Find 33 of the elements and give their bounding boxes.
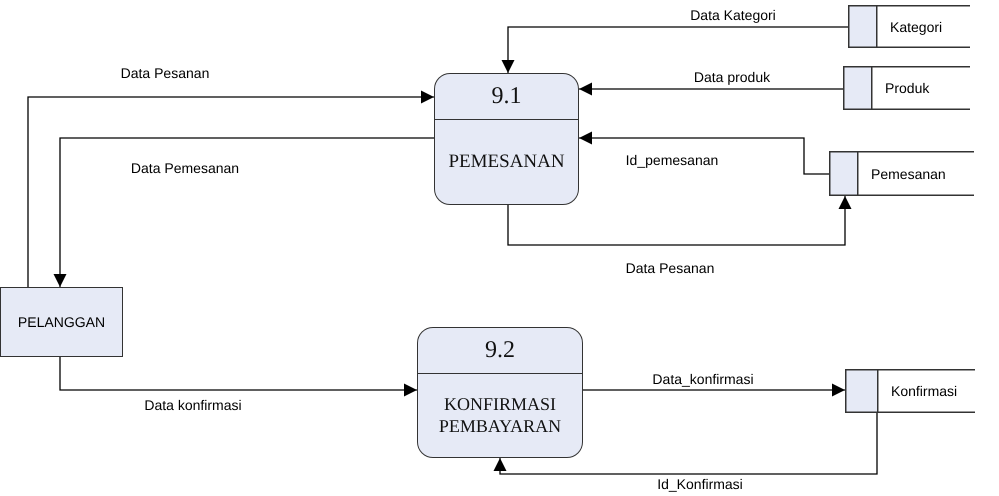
store-name: Kategori [890, 18, 942, 34]
external-entity [0, 287, 123, 357]
arrow [579, 82, 843, 96]
edge-label: Data Pesanan [624, 260, 716, 276]
data-store [845, 369, 975, 413]
arrow [502, 26, 848, 73]
store-name: Pemesanan [871, 166, 946, 182]
process-number: 9.1 [492, 83, 522, 110]
process-box [417, 327, 583, 458]
process-name: PEMESANAN [448, 150, 565, 174]
data-store [848, 5, 970, 48]
arrow [59, 357, 417, 396]
arrow [583, 384, 845, 396]
arrow [507, 196, 852, 246]
edge-label: Data Kategori [689, 7, 777, 23]
edge-label: Id_pemesanan [624, 152, 720, 168]
edge-label: Data Pemesanan [130, 160, 240, 176]
process-name: KONFIRMASI PEMBAYARAN [438, 392, 562, 438]
entity-name: PELANGGAN [18, 314, 106, 330]
edge-label: Data Pesanan [120, 65, 210, 81]
process-number: 9.2 [485, 337, 515, 364]
process-box [434, 73, 579, 205]
edge-label: Data produk [692, 69, 772, 85]
store-name: Konfirmasi [891, 383, 958, 399]
arrow [54, 137, 434, 287]
data-store [843, 66, 970, 110]
data-store [829, 151, 974, 196]
edge-label: Id_Konfirmasi [656, 476, 744, 492]
store-name: Produk [885, 80, 930, 96]
edge-label: Data_konfirmasi [651, 371, 755, 387]
arrow [579, 132, 829, 175]
edge-label: Data konfirmasi [143, 397, 243, 413]
arrow [494, 413, 878, 475]
